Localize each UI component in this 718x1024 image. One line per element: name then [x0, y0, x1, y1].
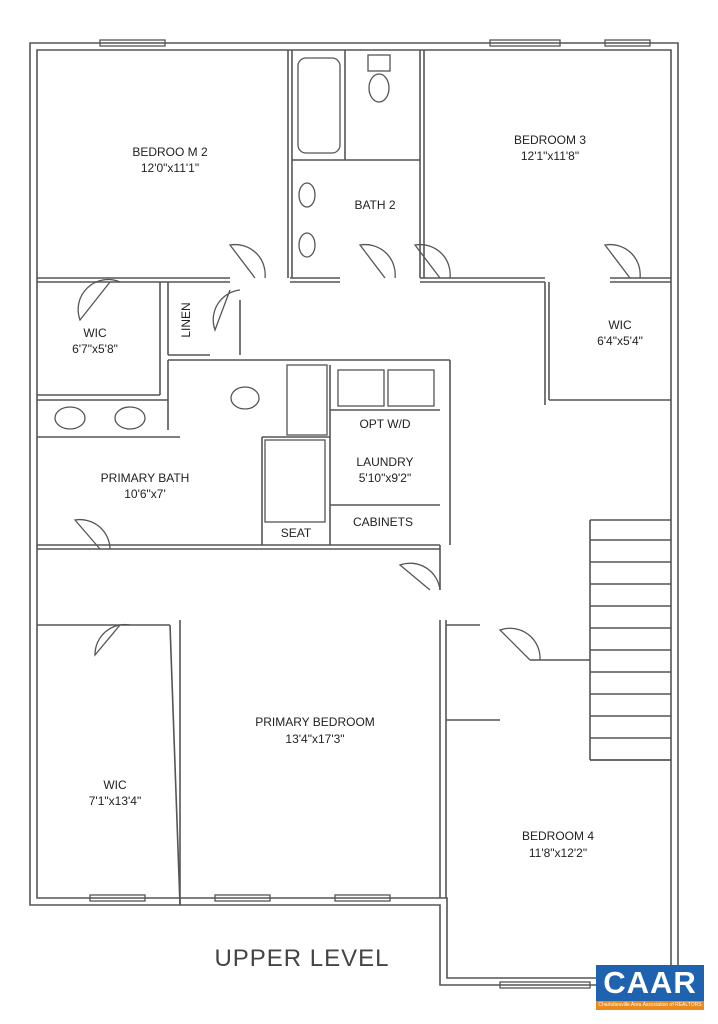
door-swing — [77, 278, 121, 322]
door-swing — [94, 623, 131, 657]
window — [214, 894, 271, 902]
room-name-primary-bedroom: PRIMARY BEDROOM — [255, 715, 375, 729]
room-name-cabinets: CABINETS — [353, 515, 413, 529]
door-swing — [73, 518, 111, 550]
logo-tagline: Charlottesville Area Association of REAL… — [596, 1001, 704, 1010]
room-name-linen: LINEN — [179, 302, 193, 337]
window — [99, 39, 166, 47]
window — [489, 39, 561, 47]
door-swing — [358, 243, 396, 279]
door-swing — [398, 562, 441, 591]
room-size-wic-1: 6'7"x5'8" — [72, 342, 118, 356]
room-name-wic-1: WIC — [83, 326, 107, 340]
room-size-bedroom-3: 12'1"x11'8" — [521, 149, 579, 163]
room-size-bedroom-2: 12'0"x11'1" — [141, 161, 199, 175]
room-name-bath-2: BATH 2 — [354, 198, 395, 212]
door-swing — [498, 627, 541, 661]
washer — [337, 369, 385, 407]
room-name-wic-2: WIC — [608, 318, 632, 332]
toilet — [230, 386, 260, 410]
sink — [298, 182, 316, 208]
fixtures — [54, 39, 651, 989]
plan-title: UPPER LEVEL — [214, 945, 389, 972]
door-swing — [413, 243, 451, 279]
exterior-wall — [36, 49, 672, 979]
room-name-bedroom-4: BEDROOM 4 — [522, 829, 594, 843]
window — [604, 39, 651, 47]
room-name-seat: SEAT — [281, 526, 312, 540]
walls — [29, 42, 679, 986]
room-size-wic-3: 7'1"x13'4" — [89, 794, 141, 808]
exterior-wall — [29, 42, 679, 986]
room-size-laundry: 5'10"x9'2" — [359, 471, 411, 485]
shower — [264, 439, 326, 523]
window — [89, 894, 146, 902]
bathtub — [297, 57, 341, 154]
toilet — [368, 73, 390, 103]
room-size-bedroom-4: 11'8"x12'2" — [529, 846, 587, 860]
sink — [298, 232, 316, 258]
door-swing — [228, 243, 266, 279]
window — [499, 981, 591, 989]
caar-logo: CAAR Charlottesville Area Association of… — [596, 965, 704, 1010]
dryer — [387, 369, 435, 407]
room-name-primary-bath: PRIMARY BATH — [101, 471, 190, 485]
room-size-wic-2: 6'4"x5'4" — [597, 334, 643, 348]
interior-wall — [169, 624, 181, 906]
toilet-tank — [367, 54, 391, 72]
room-name-bedroom-3: BEDROOM 3 — [514, 133, 586, 147]
logo-text: CAAR — [603, 965, 697, 1000]
sink — [54, 406, 86, 430]
door-swing — [212, 289, 241, 332]
room-name-opt-wd: OPT W/D — [359, 417, 410, 431]
room-name-bedroom-2: BEDROO M 2 — [132, 145, 208, 159]
room-name-laundry: LAUNDRY — [356, 455, 413, 469]
room-name-wic-3: WIC — [103, 778, 127, 792]
door-swing — [603, 243, 641, 279]
shower — [286, 364, 328, 436]
window — [334, 894, 391, 902]
sink — [114, 406, 146, 430]
room-size-primary-bedroom: 13'4"x17'3" — [285, 732, 344, 746]
room-size-primary-bath: 10'6"x7' — [124, 487, 166, 501]
